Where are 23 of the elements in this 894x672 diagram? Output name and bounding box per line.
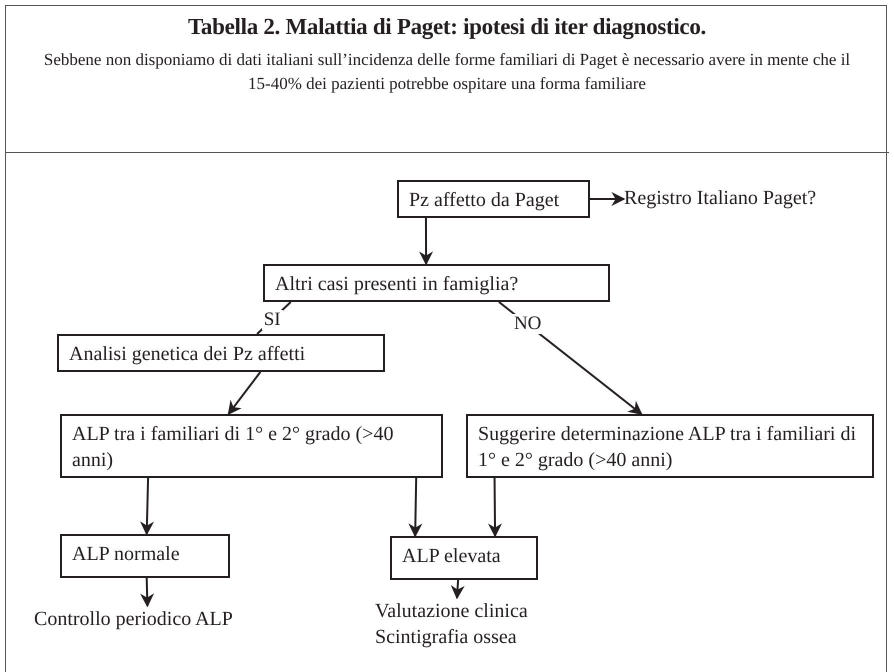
arrow — [228, 371, 262, 416]
arrow — [488, 478, 502, 538]
node-text: Scintigrafia ossea — [375, 625, 518, 650]
node-text: Valutazione clinica — [375, 599, 529, 624]
process-box: Suggerire determinazione ALP tra i familiari di 1° e 2° grado (>40 anni) — [466, 414, 874, 478]
arrow — [140, 578, 154, 608]
process-box: Altri casi presenti in famiglia? — [263, 264, 610, 302]
node-text: Controllo periodico ALP — [34, 606, 304, 634]
node-text: Registro Italiano Paget? — [624, 185, 824, 213]
edge-label: SI — [262, 310, 283, 330]
table-title: Tabella 2. Malattia di Paget: ipotesi di iter diagnostico. — [187, 14, 707, 40]
arrow — [450, 580, 465, 600]
process-box: ALP tra i familiari di 1° e 2° grado (>40 anni) — [60, 414, 443, 478]
arrow — [590, 192, 626, 206]
edge-label: NO — [512, 314, 544, 334]
arrow — [408, 478, 422, 538]
process-box: ALP normale — [60, 534, 230, 578]
process-box: ALP elevata — [390, 536, 538, 580]
process-box: Analisi genetica dei Pz affetti — [57, 334, 385, 372]
arrow — [419, 218, 434, 266]
process-box: Pz affetto da Paget — [397, 180, 590, 218]
caption-text: Sebbene non disponiamo di dati italiani sull’incidenza delle forme familiari di Paget è necessario avere in mente che il 15-40% dei pazienti potrebbe ospitare una forma familiare — [42, 49, 852, 95]
arrow — [140, 478, 154, 536]
